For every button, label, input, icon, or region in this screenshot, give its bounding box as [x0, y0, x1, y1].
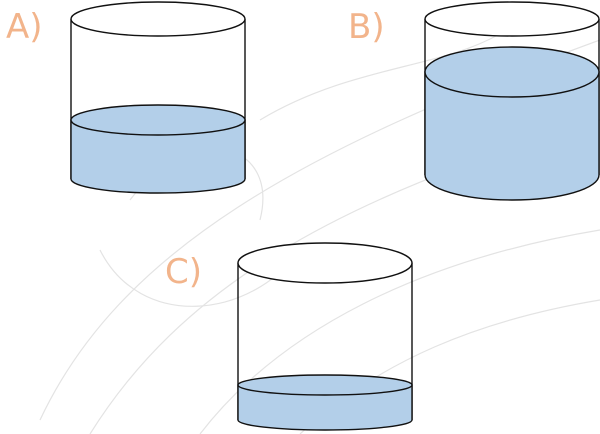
option-label: A) [6, 7, 43, 47]
option-label: C) [165, 252, 202, 292]
glass-rim [237, 242, 413, 284]
water-surface [237, 374, 413, 396]
water [70, 104, 246, 194]
option-a: A) [6, 1, 246, 194]
water-surface [70, 104, 246, 136]
option-b: B) [348, 1, 600, 201]
glass-rim [424, 1, 600, 37]
water-surface [424, 46, 600, 98]
glass-rim [70, 1, 246, 37]
option-label: B) [348, 7, 385, 47]
water [424, 46, 600, 201]
option-c: C) [165, 242, 413, 431]
water [237, 374, 413, 431]
glass [237, 242, 413, 420]
